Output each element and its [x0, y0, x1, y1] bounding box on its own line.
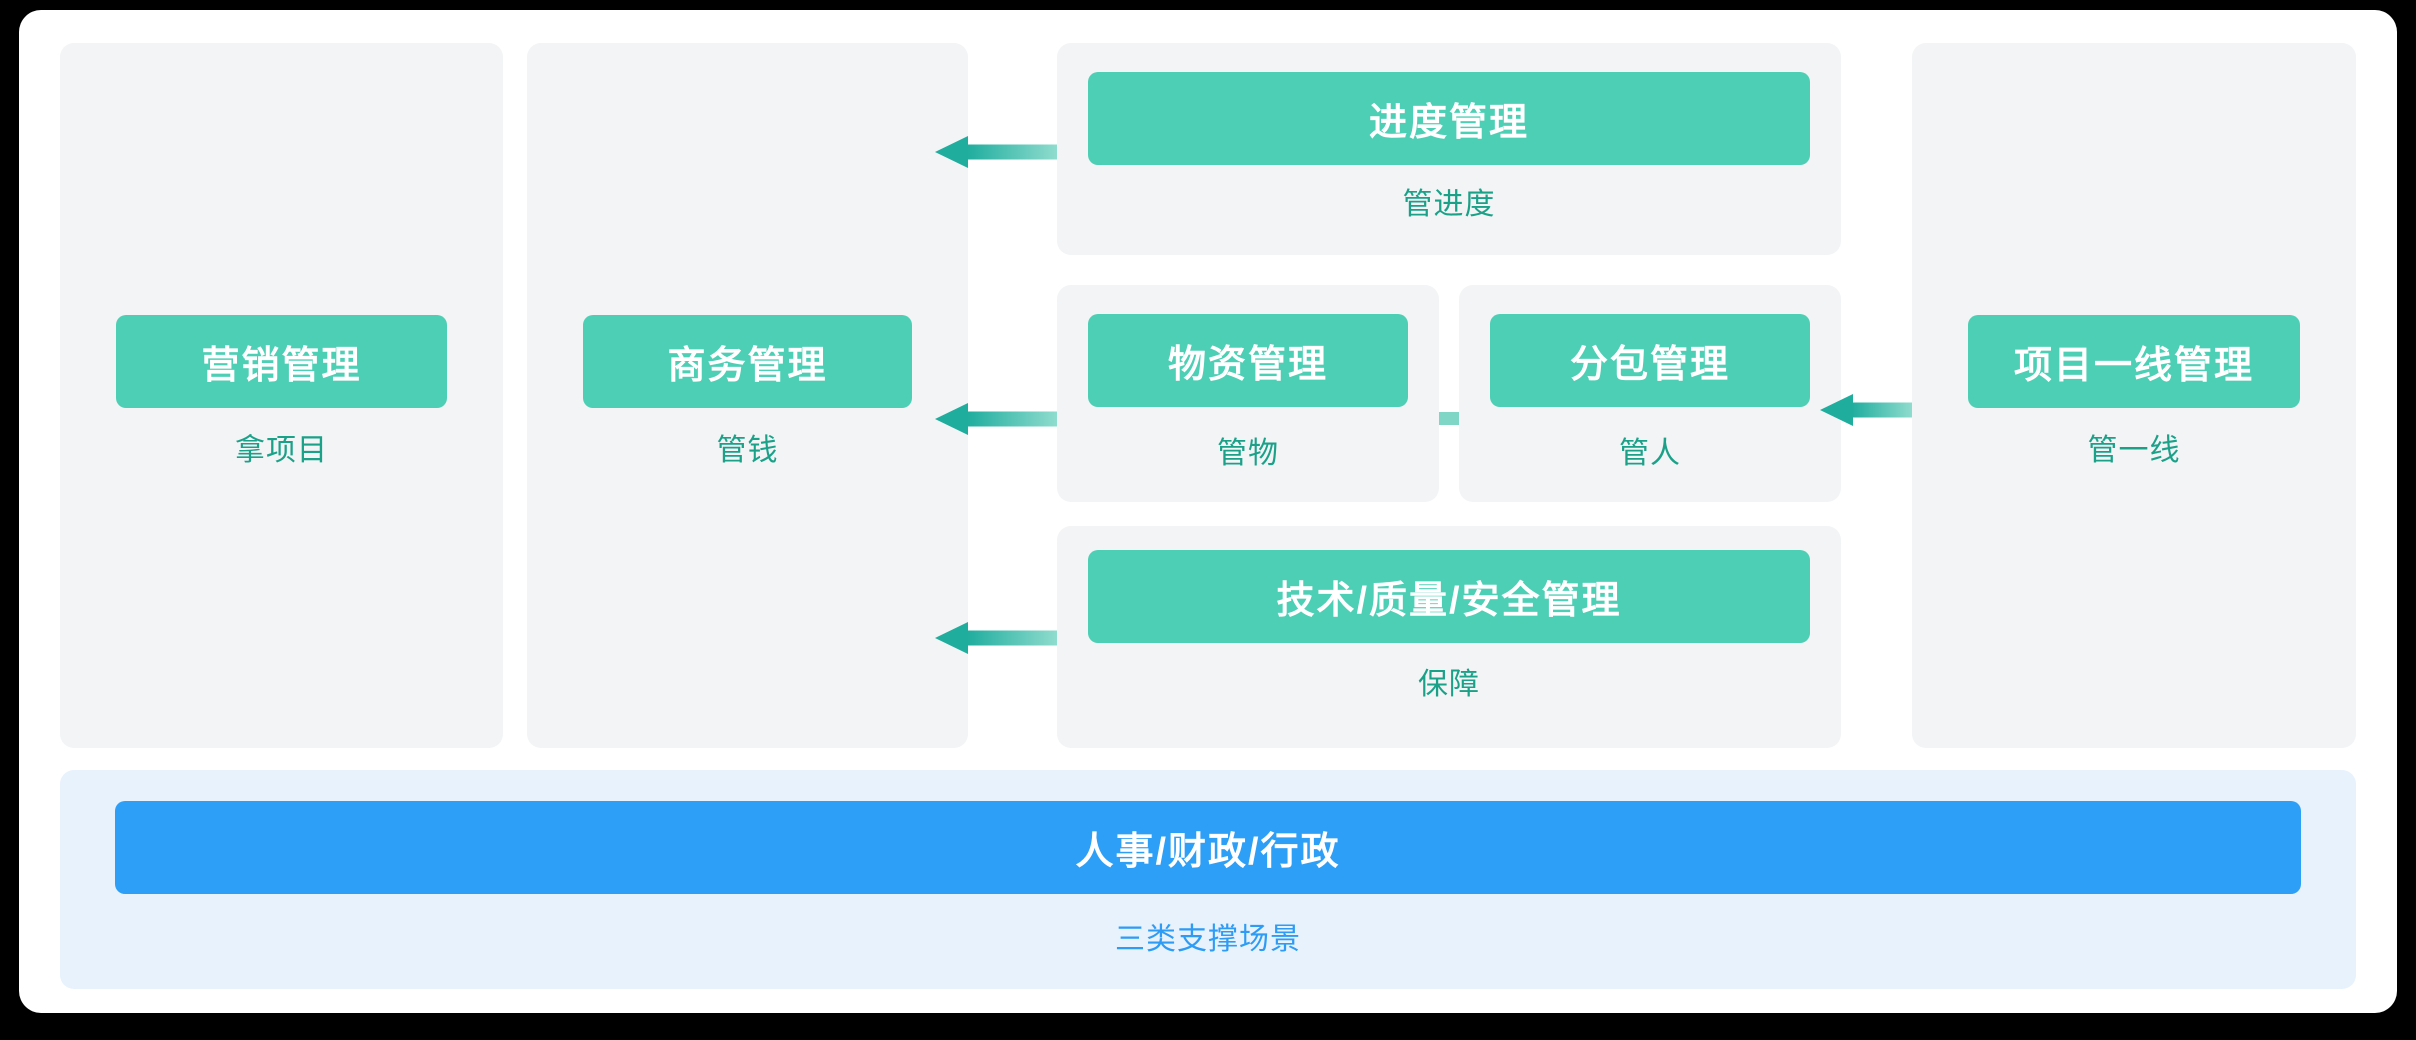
support-block: 人事/财政/行政	[115, 801, 2301, 894]
arrow-bar	[967, 630, 1057, 646]
arrow-bar	[967, 144, 1057, 160]
arrow-assurance-to-business	[935, 622, 1057, 654]
arrow-materials-to-business	[935, 403, 1057, 435]
arrow-head-icon	[935, 403, 968, 435]
panel-support: 人事/财政/行政 三类支撑场景	[60, 770, 2356, 989]
panel-subcontract: 分包管理 管人	[1459, 285, 1841, 502]
panel-business: 商务管理 管钱	[527, 43, 968, 748]
business-block: 商务管理	[583, 315, 912, 408]
arrow-bar	[1852, 402, 1912, 418]
arrow-head-icon	[935, 136, 968, 168]
diagram-card: 营销管理 拿项目 商务管理 管钱 进度管理 管进度 物资管理 管物 分包管理 管…	[19, 10, 2397, 1013]
arrow-frontline-to-subcontract	[1820, 394, 1912, 426]
panel-schedule: 进度管理 管进度	[1057, 43, 1841, 255]
business-caption: 管钱	[716, 434, 779, 467]
schedule-caption: 管进度	[1402, 188, 1496, 221]
frontline-block: 项目一线管理	[1968, 315, 2300, 408]
subcontract-caption: 管人	[1619, 437, 1681, 470]
assurance-caption: 保障	[1418, 668, 1480, 701]
arrow-schedule-to-business	[935, 136, 1057, 168]
marketing-block: 营销管理	[116, 315, 447, 408]
arrow-head-icon	[1820, 394, 1853, 426]
frontline-caption: 管一线	[2087, 434, 2181, 467]
materials-block: 物资管理	[1088, 314, 1408, 407]
panel-frontline: 项目一线管理 管一线	[1912, 43, 2356, 748]
materials-subcontract-connector	[1439, 412, 1459, 425]
panel-assurance: 技术/质量/安全管理 保障	[1057, 526, 1841, 748]
marketing-caption: 拿项目	[235, 434, 328, 467]
schedule-block: 进度管理	[1088, 72, 1810, 165]
panel-materials: 物资管理 管物	[1057, 285, 1439, 502]
arrow-bar	[967, 411, 1057, 427]
assurance-block: 技术/质量/安全管理	[1088, 550, 1810, 643]
materials-caption: 管物	[1217, 437, 1279, 470]
arrow-head-icon	[935, 622, 968, 654]
subcontract-block: 分包管理	[1490, 314, 1810, 407]
panel-marketing: 营销管理 拿项目	[60, 43, 503, 748]
support-caption: 三类支撑场景	[1115, 923, 1301, 956]
